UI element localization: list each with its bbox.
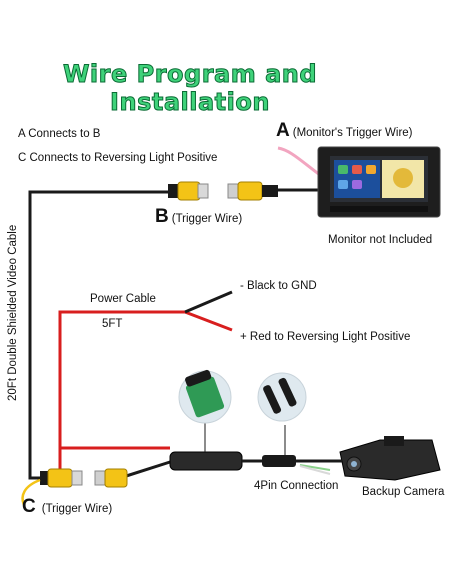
page-title: Wire Program and Installation xyxy=(62,60,318,117)
backup-camera-image xyxy=(330,436,441,481)
rca-connector-c xyxy=(40,468,83,488)
pink-trigger-wire xyxy=(277,146,321,177)
red-power-wire xyxy=(58,310,233,478)
black-wire-lower xyxy=(119,460,171,480)
four-pin-label: 4Pin Connection xyxy=(254,480,339,492)
black-power-wire xyxy=(184,290,233,314)
pcb-inset xyxy=(178,369,232,424)
black-wire-label: - Black to GND xyxy=(240,280,317,292)
monitor-image xyxy=(317,146,441,218)
label-c: C (Trigger Wire) xyxy=(22,496,112,518)
red-wire-label: + Red to Reversing Light Positive xyxy=(240,331,411,343)
label-a-letter: A xyxy=(276,120,290,141)
video-cable xyxy=(28,190,168,480)
label-c-desc: (Trigger Wire) xyxy=(41,503,113,515)
rca-connector-c-mate xyxy=(94,468,128,488)
note-line-1: A Connects to B xyxy=(18,128,101,140)
label-b-letter: B xyxy=(155,206,169,227)
note-line-2: C Connects to Reversing Light Positive xyxy=(18,152,218,164)
rca-connector-b xyxy=(168,181,209,201)
power-cable-length: 5FT xyxy=(102,318,123,330)
label-a-desc: (Monitor's Trigger Wire) xyxy=(292,127,413,139)
control-box xyxy=(169,451,262,471)
four-pin-inset xyxy=(257,372,307,422)
label-a: A (Monitor's Trigger Wire) xyxy=(276,120,413,142)
four-pin-connector xyxy=(262,455,331,475)
label-c-letter: C xyxy=(22,496,36,517)
video-cable-label: 20Ft Double Shielded Video Cable xyxy=(7,224,19,401)
label-b-desc: (Trigger Wire) xyxy=(171,213,243,225)
yellow-wire-c xyxy=(21,478,41,506)
power-cable-label: Power Cable xyxy=(90,293,156,305)
backup-camera-label: Backup Camera xyxy=(362,486,445,498)
label-b: B (Trigger Wire) xyxy=(155,206,242,228)
rca-connector-b-mate xyxy=(227,181,278,201)
monitor-caption: Monitor not Included xyxy=(328,234,433,246)
